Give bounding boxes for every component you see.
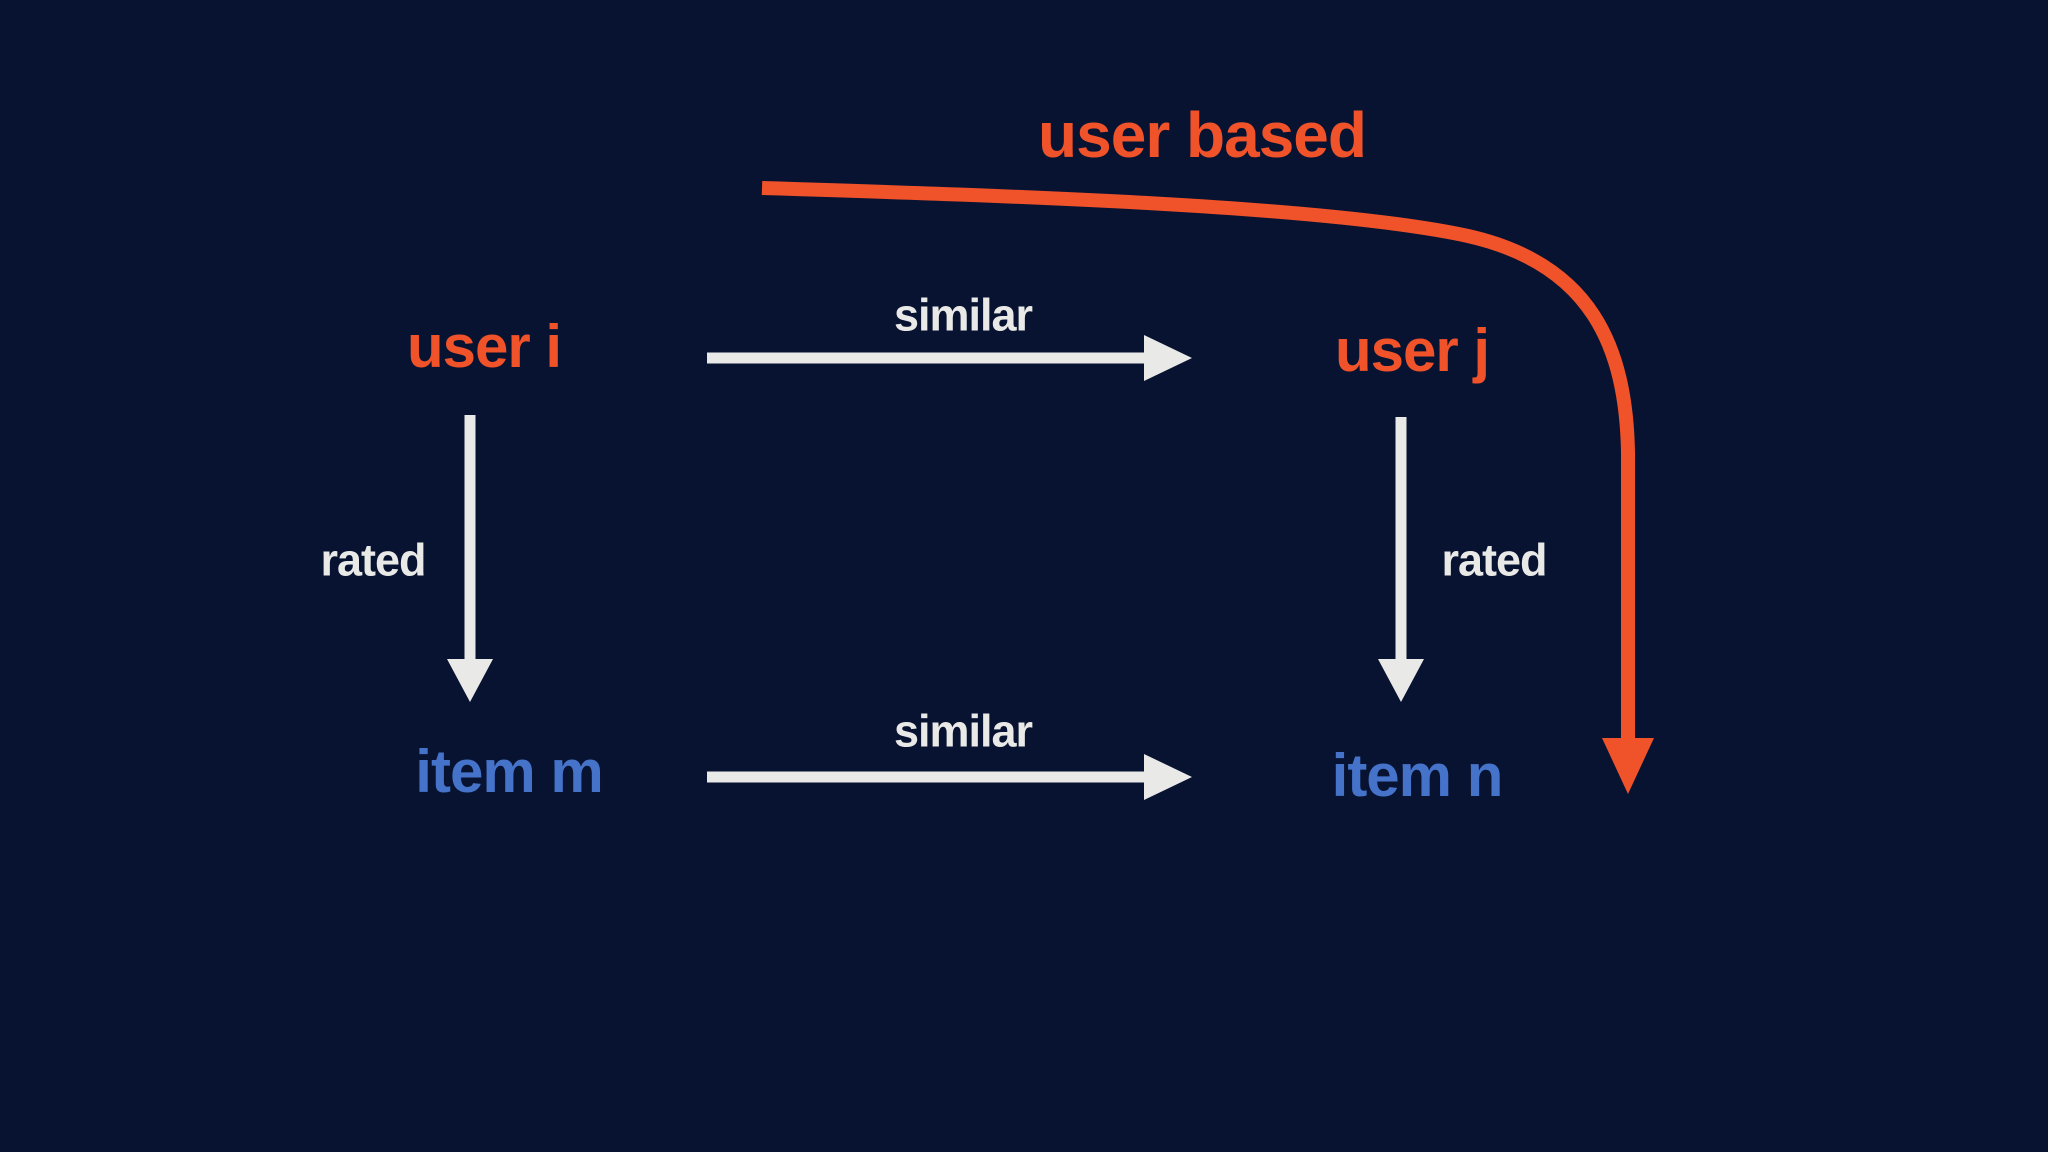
items-similar-label: similar	[893, 705, 1033, 757]
user-based-title: user based	[1038, 99, 1367, 171]
user-based-curve-arrow	[761, 181, 1654, 794]
user-j-rated-arrowhead-icon	[1378, 659, 1424, 702]
user-based-arrowhead-icon	[1602, 738, 1654, 794]
user-j-rated-label: rated	[1441, 534, 1547, 586]
users-similar-arrow	[707, 335, 1192, 381]
node-user-j: user j	[1334, 317, 1490, 384]
user-i-rated-label: rated	[320, 534, 426, 586]
items-similar-arrow	[707, 754, 1192, 800]
users-similar-label: similar	[893, 289, 1033, 341]
users-similar-arrowhead-icon	[1144, 335, 1192, 381]
node-user-i: user i	[406, 313, 562, 380]
node-item-n: item n	[1331, 742, 1504, 809]
user-based-curve-path	[761, 181, 1635, 742]
user-j-rated-arrow	[1378, 417, 1424, 702]
user-i-rated-arrow	[447, 415, 493, 702]
items-similar-arrowhead-icon	[1144, 754, 1192, 800]
node-item-m: item m	[415, 738, 603, 805]
user-i-rated-arrowhead-icon	[447, 659, 493, 702]
